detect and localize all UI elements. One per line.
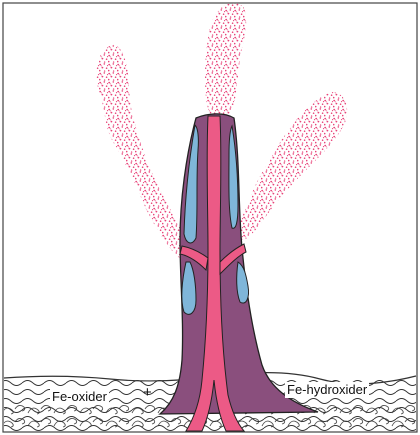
label-fe-hydroxider: Fe-hydroxider xyxy=(285,382,369,398)
label-fe-oxider: Fe-oxider xyxy=(50,389,109,405)
label-plus: + xyxy=(141,385,154,401)
